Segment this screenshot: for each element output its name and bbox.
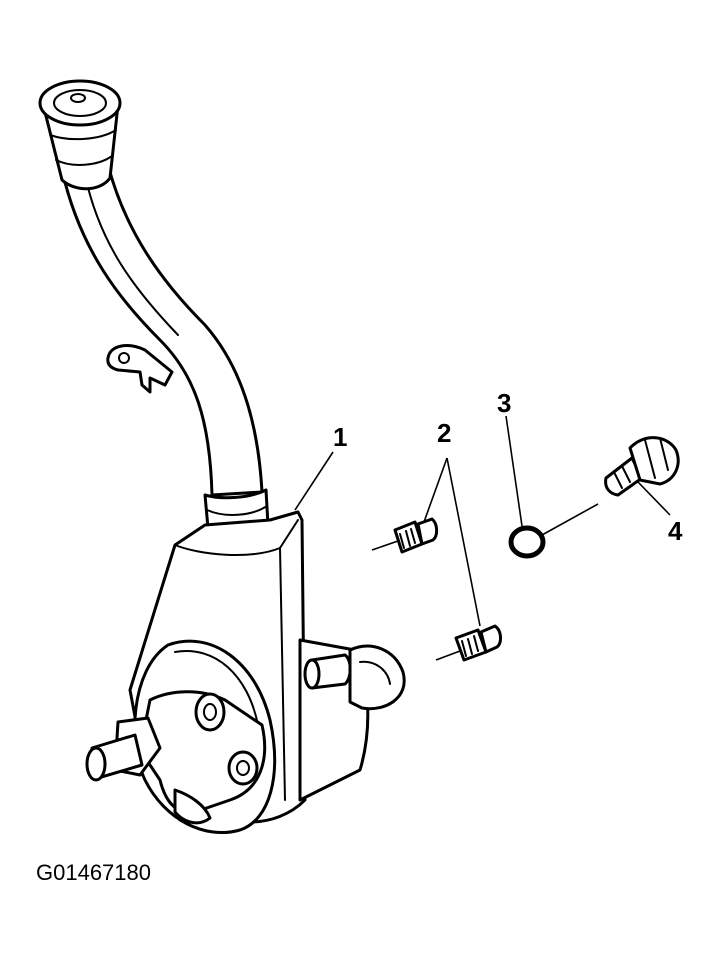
figure-id: G01467180 — [36, 860, 151, 885]
tube-mounting-bracket — [106, 344, 174, 394]
mounting-stud-upper — [371, 517, 439, 554]
reservoir-filler-tube — [60, 163, 264, 497]
pump-fitting — [604, 436, 680, 497]
callout-2: 2 — [437, 418, 451, 448]
callout-4: 4 — [668, 516, 683, 546]
reservoir-cap — [38, 79, 122, 191]
leader-line-1 — [294, 451, 334, 511]
leader-lines — [294, 415, 671, 627]
callout-1: 1 — [333, 422, 347, 452]
o-ring-seal — [508, 503, 599, 559]
mounting-stud-lower — [435, 624, 502, 662]
pump-drive-shaft — [85, 716, 162, 782]
leader-line-2a — [423, 457, 448, 523]
leader-line-2b — [446, 457, 481, 627]
pump-side-fitting — [303, 644, 406, 711]
callout-3: 3 — [497, 388, 511, 418]
leader-line-4 — [637, 481, 671, 516]
power-steering-pump-assembly — [38, 79, 406, 835]
pump-front-cover — [138, 690, 267, 825]
leader-line-3 — [505, 415, 523, 527]
